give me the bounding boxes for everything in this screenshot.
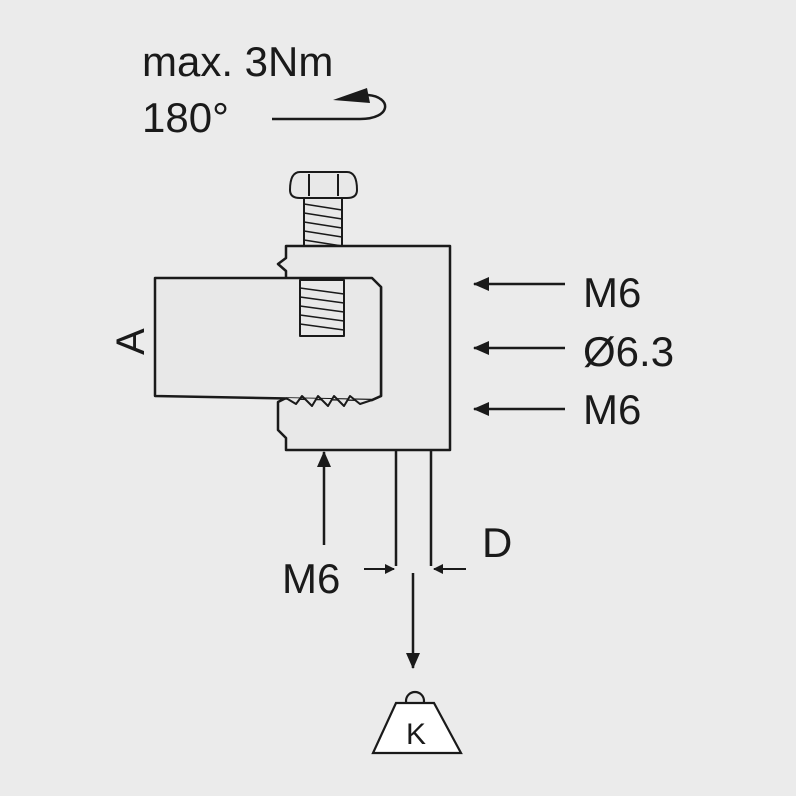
label-k: K [406, 718, 426, 751]
label-bottom-left: M6 [282, 555, 340, 602]
hex-bolt-icon [288, 171, 359, 247]
rotation-arrow-icon [272, 88, 387, 121]
weight-icon [371, 690, 463, 755]
terminal-leads [394, 450, 433, 566]
label-right-bottom: M6 [583, 386, 641, 433]
label-right-middle: Ø6.3 [583, 328, 674, 375]
clamp-body [153, 244, 452, 452]
label-a: A [109, 328, 153, 355]
rotation-angle-label: 180° [142, 94, 229, 141]
label-d: D [482, 519, 512, 566]
torque-label: max. 3Nm [142, 38, 333, 85]
label-right-top: M6 [583, 269, 641, 316]
